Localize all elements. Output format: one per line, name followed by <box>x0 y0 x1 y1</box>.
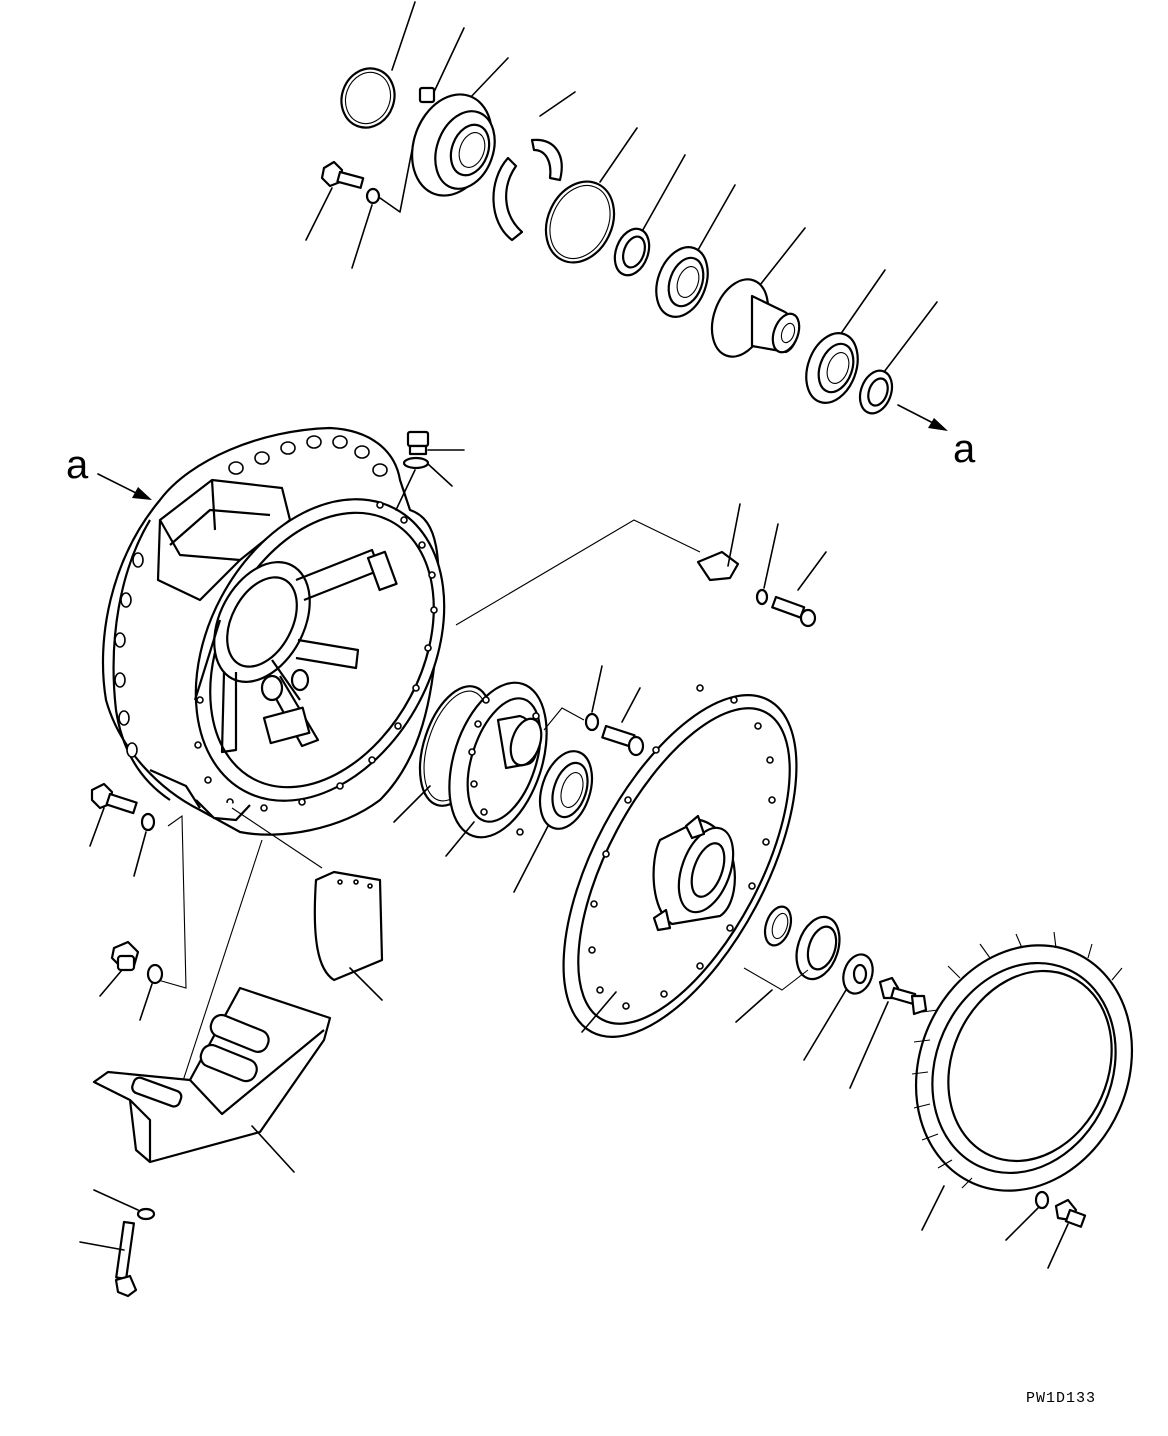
bolt-housing-left <box>89 782 187 989</box>
flange-holes <box>194 501 438 812</box>
curved-cover-plate <box>313 870 384 982</box>
bearing-top-2 <box>655 246 709 318</box>
bearing-top-1 <box>613 227 651 277</box>
pinion-gear-shaft <box>710 278 801 358</box>
drawing-code: PW1D133 <box>1026 1390 1096 1407</box>
spacer-ring <box>763 905 793 947</box>
bolt-hub <box>849 976 928 1089</box>
guard-plates <box>79 807 384 1298</box>
o-ring-top <box>340 67 396 129</box>
drain-plug-left <box>99 940 164 1021</box>
sprocket-ring <box>911 931 1134 1269</box>
breather-plug <box>395 430 465 511</box>
housing-fittings <box>89 430 827 1021</box>
bearing-top-4 <box>858 369 894 415</box>
bolt-guard-bottom <box>79 1189 156 1298</box>
final-drive-housing: a <box>66 426 446 836</box>
seal-cage <box>411 93 496 197</box>
hub-small-parts <box>735 905 928 1089</box>
carrier-group <box>393 665 645 893</box>
shoe-guard <box>92 986 332 1164</box>
view-label-left: a <box>66 443 89 487</box>
bolt-top-left <box>320 160 381 205</box>
leader-lines-top <box>305 1 938 373</box>
o-ring-second <box>544 180 616 264</box>
snap-ring-segmented <box>492 138 563 242</box>
hub-rim-holes <box>588 684 776 1010</box>
top-shaft-group: a <box>305 1 976 471</box>
wheel-hub <box>562 684 798 1038</box>
bracket-with-bolt <box>455 503 827 628</box>
thrust-washer <box>803 953 874 1061</box>
housing-top-holes <box>228 435 388 477</box>
view-label-right: a <box>953 427 976 471</box>
carrier-plate <box>445 681 548 857</box>
arrow-to-view-a <box>897 404 948 431</box>
bearing-top-3 <box>805 332 859 404</box>
plug-top <box>418 86 436 104</box>
bearing-carrier <box>513 750 594 893</box>
sprocket-teeth <box>911 931 1123 1189</box>
bearing-hub <box>795 915 841 981</box>
housing-left-holes <box>114 552 144 758</box>
